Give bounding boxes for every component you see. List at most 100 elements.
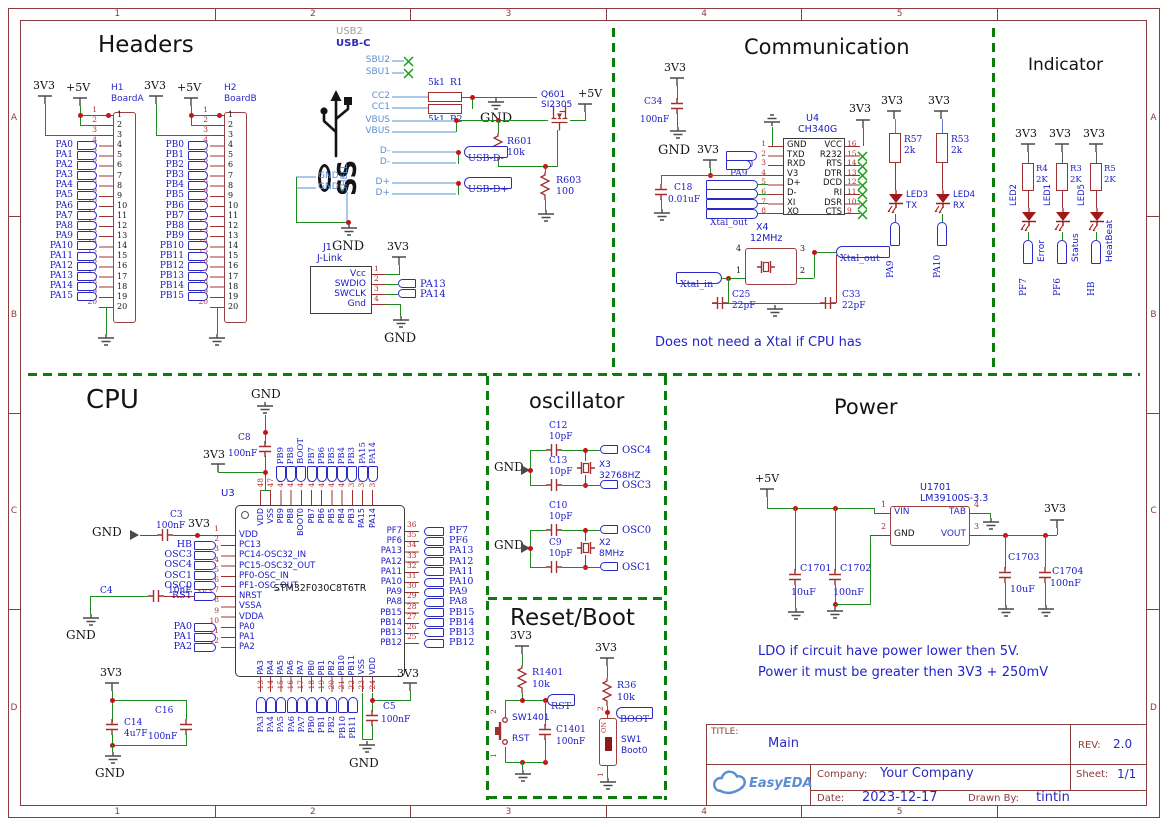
- resistor-icon[interactable]: [540, 171, 550, 201]
- net-port[interactable]: USB-D-: [706, 189, 758, 208]
- capacitor-icon[interactable]: [545, 478, 563, 492]
- net-port[interactable]: [77, 221, 97, 231]
- net-port[interactable]: [398, 289, 416, 298]
- net-port[interactable]: [307, 697, 318, 713]
- net-port[interactable]: [398, 279, 416, 288]
- net-port[interactable]: [188, 211, 208, 221]
- connector-h1-body[interactable]: [113, 112, 136, 323]
- capacitor-icon[interactable]: [105, 718, 119, 736]
- net-port[interactable]: [296, 466, 307, 482]
- net-port[interactable]: [194, 622, 216, 632]
- net-port[interactable]: [194, 581, 216, 591]
- net-port-boot[interactable]: BOOT: [616, 707, 654, 725]
- net-port[interactable]: [77, 211, 97, 221]
- easyeda-logo-text[interactable]: EasyEDA: [749, 776, 813, 791]
- net-port[interactable]: [77, 150, 97, 160]
- net-port[interactable]: [276, 466, 287, 482]
- net-port[interactable]: [1023, 240, 1033, 264]
- net-port[interactable]: Xtal_in: [706, 198, 758, 217]
- net-port[interactable]: [77, 271, 97, 281]
- net-port[interactable]: [424, 536, 444, 546]
- net-port[interactable]: [194, 550, 216, 560]
- connector-h2-body[interactable]: [224, 112, 247, 323]
- led-icon[interactable]: [886, 189, 906, 214]
- net-port[interactable]: [424, 557, 444, 567]
- net-port[interactable]: [77, 241, 97, 251]
- net-port[interactable]: [194, 571, 216, 581]
- net-port[interactable]: [188, 201, 208, 211]
- net-port[interactable]: [306, 466, 317, 482]
- net-port-usb-dm[interactable]: USB-D-: [464, 146, 508, 164]
- net-port[interactable]: PA10: [726, 150, 758, 169]
- net-port[interactable]: [327, 697, 338, 713]
- net-port[interactable]: [600, 525, 618, 534]
- net-port[interactable]: [357, 466, 368, 482]
- net-port[interactable]: [600, 445, 618, 454]
- resistor-r1[interactable]: [428, 92, 462, 102]
- led-icon[interactable]: [1087, 207, 1107, 232]
- resistor[interactable]: [1022, 163, 1034, 191]
- net-port[interactable]: [194, 632, 216, 642]
- net-port[interactable]: [188, 170, 208, 180]
- net-port[interactable]: [77, 170, 97, 180]
- net-port[interactable]: [424, 618, 444, 628]
- capacitor-icon[interactable]: [365, 709, 379, 727]
- net-port[interactable]: [188, 180, 208, 190]
- net-port[interactable]: [188, 281, 208, 291]
- net-port[interactable]: [347, 466, 358, 482]
- net-port[interactable]: [1057, 240, 1067, 264]
- net-port[interactable]: [256, 697, 267, 713]
- resistor[interactable]: [936, 133, 948, 163]
- net-port[interactable]: [77, 231, 97, 241]
- net-port[interactable]: [77, 261, 97, 271]
- net-port[interactable]: [286, 697, 297, 713]
- resistor-r2[interactable]: [428, 104, 462, 114]
- net-port[interactable]: [600, 480, 618, 489]
- sheet-value[interactable]: 1/1: [1117, 767, 1137, 781]
- resistor[interactable]: [889, 133, 901, 163]
- led-icon[interactable]: [1019, 207, 1039, 232]
- net-port[interactable]: [77, 180, 97, 190]
- chip-u3-body[interactable]: [235, 505, 405, 677]
- net-port[interactable]: [188, 150, 208, 160]
- net-port[interactable]: [424, 638, 444, 648]
- net-port[interactable]: [188, 291, 208, 301]
- capacitor-icon[interactable]: [711, 296, 729, 310]
- net-port[interactable]: [347, 697, 358, 713]
- capacitor-icon[interactable]: [179, 718, 193, 736]
- mosfet-icon[interactable]: [548, 104, 572, 132]
- net-port[interactable]: [317, 697, 328, 713]
- net-port[interactable]: [424, 608, 444, 618]
- net-port[interactable]: Xtal_out: [706, 208, 758, 227]
- net-port[interactable]: [188, 261, 208, 271]
- net-port[interactable]: [188, 160, 208, 170]
- net-port[interactable]: [188, 271, 208, 281]
- net-port[interactable]: [424, 597, 444, 607]
- regulator-u1701-body[interactable]: [890, 506, 970, 546]
- net-port[interactable]: [77, 191, 97, 201]
- jlink-body[interactable]: [310, 266, 372, 314]
- net-port[interactable]: [77, 291, 97, 301]
- net-port-rst[interactable]: RST: [547, 694, 575, 712]
- drawn-by-value[interactable]: tintin: [1036, 790, 1070, 805]
- net-port[interactable]: PA9: [726, 160, 752, 179]
- net-port[interactable]: [77, 201, 97, 211]
- net-port[interactable]: [188, 191, 208, 201]
- net-port[interactable]: [77, 160, 97, 170]
- crystal-icon[interactable]: [576, 541, 596, 555]
- capacitor-icon[interactable]: [670, 97, 684, 115]
- net-port[interactable]: [424, 577, 444, 587]
- capacitor-icon[interactable]: [545, 523, 563, 537]
- net-port[interactable]: [194, 560, 216, 570]
- net-port[interactable]: [890, 222, 900, 246]
- led-icon[interactable]: [933, 189, 953, 214]
- net-port[interactable]: [424, 567, 444, 577]
- net-port[interactable]: [188, 221, 208, 231]
- net-port[interactable]: [194, 591, 216, 601]
- net-port[interactable]: [316, 466, 327, 482]
- net-port[interactable]: [77, 251, 97, 261]
- net-port[interactable]: [1091, 240, 1101, 264]
- net-port[interactable]: [424, 526, 444, 536]
- rev-value[interactable]: 2.0: [1113, 737, 1133, 751]
- capacitor-icon[interactable]: [538, 723, 552, 741]
